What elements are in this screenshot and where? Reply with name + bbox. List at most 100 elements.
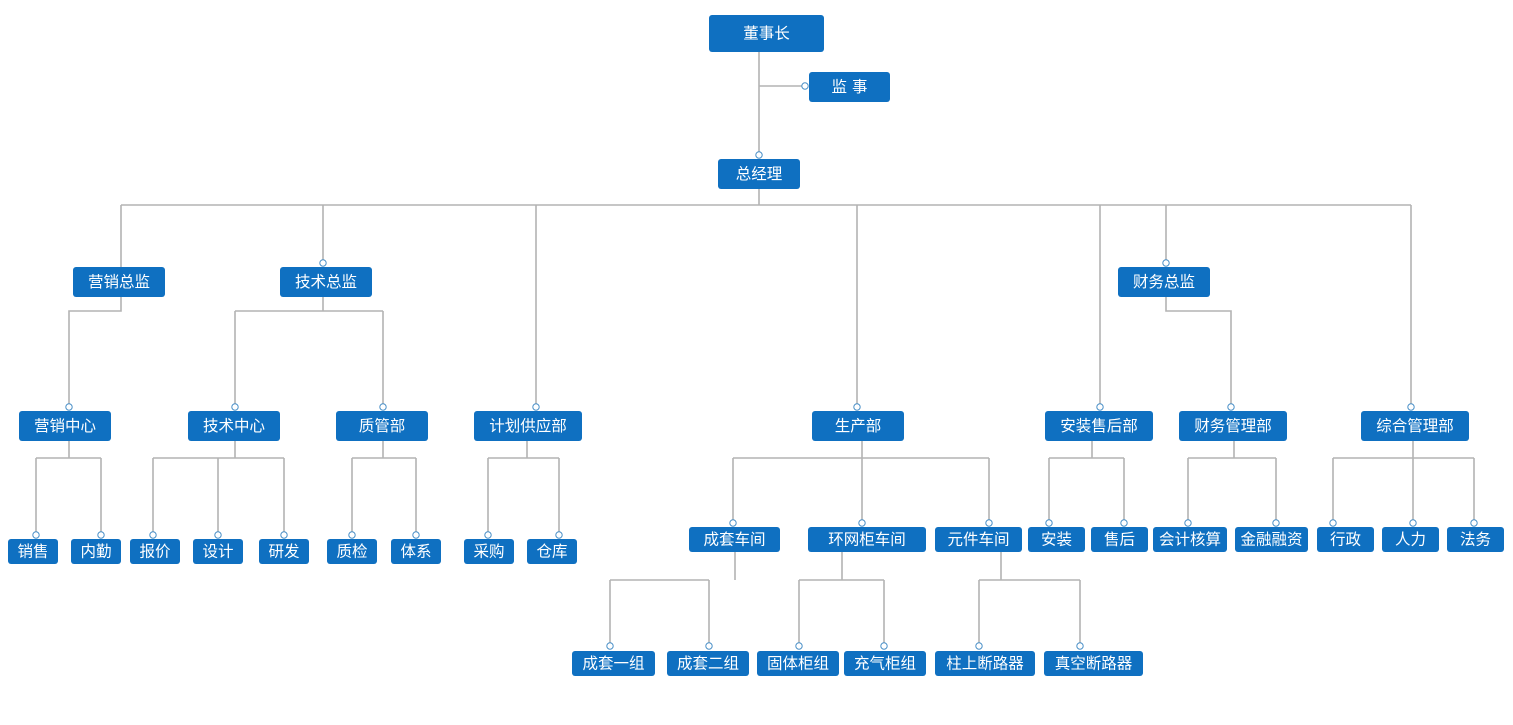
- node-label: 生产部: [835, 417, 882, 435]
- port: [1096, 403, 1104, 411]
- node-finance-mgmt[interactable]: 财务管理部: [1179, 411, 1287, 441]
- port: [705, 642, 713, 650]
- connectors: [35, 52, 1475, 646]
- node-label: 售后: [1104, 531, 1135, 549]
- node-ring-main-workshop[interactable]: 环网柜车间: [808, 527, 926, 552]
- node-label: 综合管理部: [1376, 417, 1454, 435]
- node-quality-dept[interactable]: 质管部: [336, 411, 428, 441]
- node-label: 成套二组: [677, 655, 739, 673]
- node-gas-cabinet-group[interactable]: 充气柜组: [844, 651, 926, 676]
- node-label: 安装售后部: [1060, 417, 1138, 435]
- node-solid-cabinet-group[interactable]: 固体柜组: [757, 651, 839, 676]
- port: [1076, 642, 1084, 650]
- connector-set-workshop-children: [609, 552, 736, 646]
- connector-marketing-director-center: [68, 297, 122, 407]
- node-system[interactable]: 体系: [391, 539, 441, 564]
- port: [1162, 259, 1170, 267]
- node-internal-affairs[interactable]: 内勤: [71, 539, 121, 564]
- node-design[interactable]: 设计: [193, 539, 243, 564]
- node-administration[interactable]: 行政: [1317, 527, 1374, 552]
- node-legal[interactable]: 法务: [1447, 527, 1504, 552]
- node-label: 销售: [17, 543, 48, 561]
- node-rnd[interactable]: 研发: [259, 539, 309, 564]
- node-label: 质管部: [359, 417, 406, 435]
- node-quality-inspection[interactable]: 质检: [327, 539, 377, 564]
- port: [532, 403, 540, 411]
- node-marketing-director[interactable]: 营销总监: [73, 267, 165, 297]
- node-gm[interactable]: 总经理: [718, 159, 800, 189]
- node-label: 监 事: [832, 78, 868, 96]
- node-label: 固体柜组: [767, 655, 829, 673]
- node-label: 真空断路器: [1055, 655, 1133, 673]
- port: [729, 519, 737, 527]
- connector-component-workshop-children: [978, 552, 1081, 646]
- port: [858, 519, 866, 527]
- connector-tech-center-children: [152, 441, 285, 535]
- node-accounting[interactable]: 会计核算: [1153, 527, 1227, 552]
- node-hr[interactable]: 人力: [1382, 527, 1439, 552]
- node-install-after-sales[interactable]: 安装售后部: [1045, 411, 1153, 441]
- port: [975, 642, 983, 650]
- node-after-sales[interactable]: 售后: [1091, 527, 1148, 552]
- connector-production-children: [732, 441, 990, 523]
- node-sales[interactable]: 销售: [8, 539, 58, 564]
- node-label: 成套车间: [703, 531, 765, 549]
- node-label: 安装: [1041, 531, 1072, 549]
- port: [1329, 519, 1337, 527]
- port: [755, 151, 763, 159]
- node-quotation[interactable]: 报价: [130, 539, 180, 564]
- node-supervisor[interactable]: 监 事: [809, 72, 890, 102]
- port: [32, 531, 40, 539]
- node-component-workshop[interactable]: 元件车间: [935, 527, 1022, 552]
- port: [1227, 403, 1235, 411]
- port: [801, 82, 809, 90]
- node-label: 柱上断路器: [946, 655, 1024, 673]
- port: [379, 403, 387, 411]
- node-label: 研发: [268, 543, 299, 561]
- node-warehouse[interactable]: 仓库: [527, 539, 577, 564]
- connector-marketing-center-children: [35, 441, 102, 535]
- node-label: 技术中心: [203, 417, 265, 435]
- port: [65, 403, 73, 411]
- node-label: 行政: [1330, 531, 1362, 549]
- port: [880, 642, 888, 650]
- node-label: 人力: [1395, 531, 1426, 549]
- node-label: 会计核算: [1159, 530, 1221, 549]
- node-chairman[interactable]: 董事长: [709, 15, 824, 52]
- node-pole-breaker[interactable]: 柱上断路器: [935, 651, 1035, 676]
- node-tech-center[interactable]: 技术中心: [188, 411, 280, 441]
- port: [1272, 519, 1280, 527]
- port: [853, 403, 861, 411]
- port: [412, 531, 420, 539]
- node-financing[interactable]: 金融融资: [1235, 527, 1308, 552]
- port: [606, 642, 614, 650]
- node-set-group-1[interactable]: 成套一组: [572, 651, 655, 676]
- port: [1470, 519, 1478, 527]
- node-label: 计划供应部: [489, 416, 567, 435]
- node-set-group-2[interactable]: 成套二组: [667, 651, 749, 676]
- node-production[interactable]: 生产部: [812, 411, 904, 441]
- node-finance-director[interactable]: 财务总监: [1118, 267, 1210, 297]
- node-procurement[interactable]: 采购: [464, 539, 514, 564]
- node-installation[interactable]: 安装: [1028, 527, 1085, 552]
- port: [280, 531, 288, 539]
- node-label: 成套一组: [582, 655, 644, 673]
- node-label: 报价: [139, 543, 171, 561]
- node-label: 法务: [1460, 531, 1491, 549]
- port: [484, 531, 492, 539]
- port: [149, 531, 157, 539]
- node-complete-set-workshop[interactable]: 成套车间: [689, 527, 780, 552]
- node-label: 营销中心: [34, 417, 96, 435]
- node-label: 内勤: [80, 543, 111, 561]
- node-label: 总经理: [736, 165, 783, 183]
- node-planning-supply[interactable]: 计划供应部: [474, 411, 582, 441]
- node-general-admin[interactable]: 综合管理部: [1361, 411, 1469, 441]
- port: [214, 531, 222, 539]
- node-tech-director[interactable]: 技术总监: [280, 267, 372, 297]
- node-vacuum-breaker[interactable]: 真空断路器: [1044, 651, 1143, 676]
- node-marketing-center[interactable]: 营销中心: [19, 411, 111, 441]
- node-label: 充气柜组: [854, 655, 916, 673]
- node-label: 营销总监: [88, 273, 150, 291]
- connector-finance-director-mgmt: [1165, 297, 1232, 407]
